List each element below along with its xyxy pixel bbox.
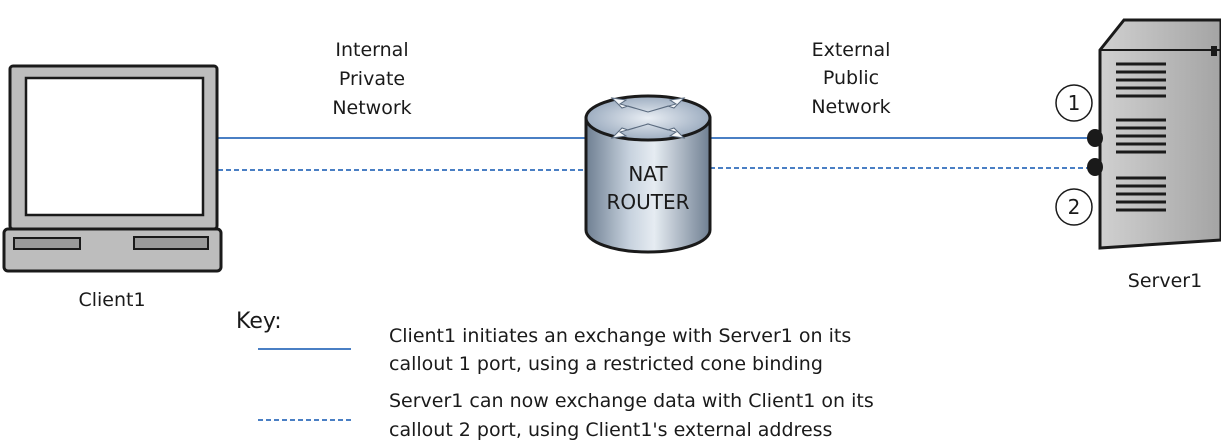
port-1-badge: 1 <box>1055 84 1093 122</box>
router-label-line2: ROUTER <box>606 190 689 214</box>
svg-text:Public: Public <box>823 67 879 89</box>
key-dashed-desc-line1: Server1 can now exchange data with Clien… <box>389 390 874 412</box>
server-icon <box>1098 18 1221 250</box>
key-solid-desc-line1: Client1 initiates an exchange with Serve… <box>389 325 851 347</box>
key-title: Key: <box>236 309 282 334</box>
port-1-connector <box>1087 129 1103 147</box>
key-solid-desc-line2: callout 1 port, using a restricted cone … <box>389 353 823 375</box>
key-dashed-desc-line2: callout 2 port, using Client1's external… <box>389 419 832 441</box>
port-2-connector <box>1087 158 1103 176</box>
svg-text:2: 2 <box>1068 195 1081 219</box>
client-label: Client1 <box>78 289 145 311</box>
svg-text:External: External <box>812 39 891 61</box>
client-laptop-icon <box>2 64 223 273</box>
internal-network-label: Internal Private Network <box>332 39 411 119</box>
external-network-label: External Public Network <box>811 39 890 118</box>
svg-text:1: 1 <box>1068 91 1081 115</box>
svg-text:Network: Network <box>811 96 890 118</box>
router-label-line1: NAT <box>628 162 668 186</box>
svg-text:Internal: Internal <box>335 39 408 61</box>
svg-text:Network: Network <box>332 97 411 119</box>
port-2-badge: 2 <box>1055 188 1093 226</box>
nat-router-icon <box>584 94 712 254</box>
server-label: Server1 <box>1128 270 1202 292</box>
dashed-connection <box>218 167 1088 171</box>
svg-text:Private: Private <box>339 68 405 90</box>
